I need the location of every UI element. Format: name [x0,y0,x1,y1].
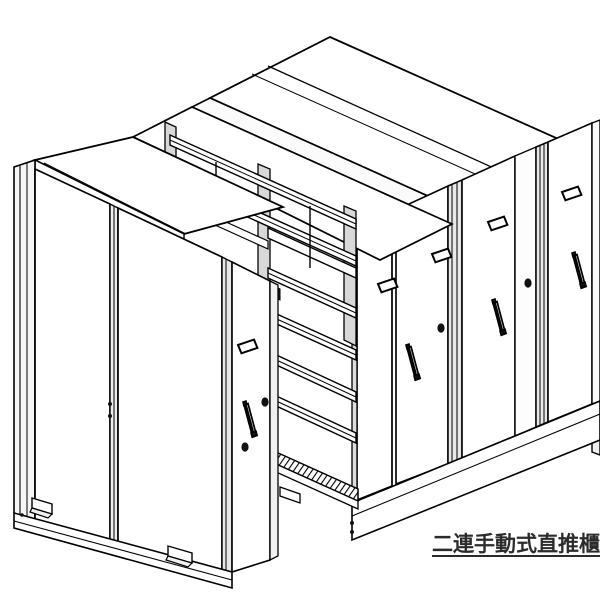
anchor-dot [108,414,112,418]
lock-knob-icon[interactable] [437,323,445,333]
anchor-dot [350,530,354,534]
front-door-panel-a[interactable] [34,167,111,553]
shelf-level [267,266,357,320]
shelf-level [269,350,357,404]
anchor-dot [350,521,354,525]
roller-foot [165,545,194,568]
front-cabinet-right-stile [221,255,233,573]
divider-post-b [535,140,549,429]
anchor-dot [108,402,112,406]
shelf-level [267,308,357,362]
front-inner-door-edge [269,279,279,562]
front-cabinet-left-end [13,158,36,522]
front-left-cabinet [13,136,301,590]
shelf-level [271,392,357,445]
door-panel-6[interactable] [591,119,600,406]
door-panel-4[interactable] [514,145,537,438]
figure-caption: 二連手動式直推櫃 [432,532,600,556]
front-door-panel-b[interactable] [117,206,223,572]
lock-knob-icon[interactable] [524,278,532,288]
lock-knob-icon[interactable] [241,442,249,452]
shelf-level [267,226,357,280]
open-bay-top-panel [131,106,454,261]
lock-knob-icon[interactable] [261,397,269,407]
door-panel-3[interactable] [461,154,516,460]
roller-foot [29,497,54,519]
anchor-dot [20,513,24,517]
door-panel-5[interactable] [547,121,593,424]
shelf-level [169,133,357,231]
rear-base-plinth [351,400,600,542]
roller-foot [279,486,301,504]
